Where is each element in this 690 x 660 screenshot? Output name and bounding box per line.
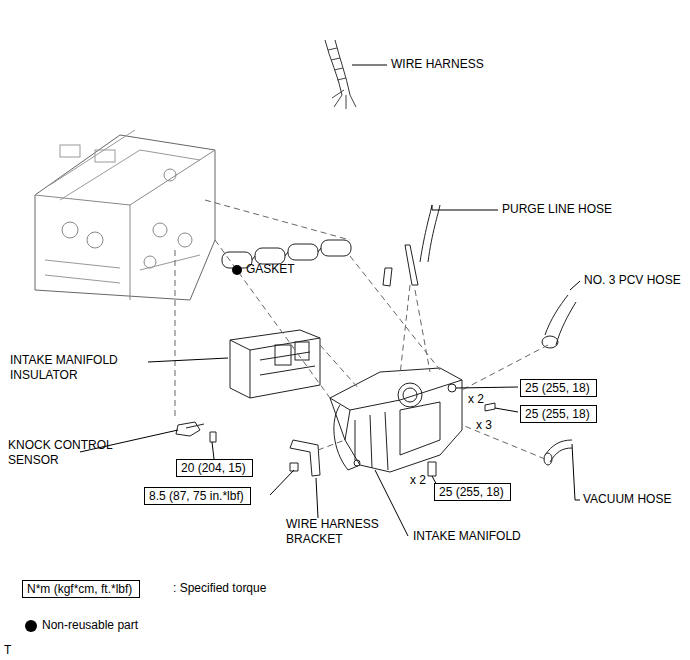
legend-dot (25, 620, 37, 632)
part-label: VACUUM HOSE (583, 492, 671, 507)
part-label: WIRE HARNESS (391, 57, 484, 72)
part-label: WIRE HARNESS BRACKET (286, 517, 386, 547)
part-label: KNOCK CONTROL SENSOR (8, 438, 118, 468)
part-label: T (4, 643, 11, 658)
torque-box: 25 (255, 18) (520, 379, 597, 397)
torque-value: N*m (kgf*cm, ft.*lbf) (27, 582, 132, 596)
torque-value: 25 (255, 18) (525, 381, 590, 395)
legend-row: Non-reusable part (42, 618, 138, 633)
torque-value: 25 (255, 18) (525, 407, 590, 421)
legend-text: Non-reusable part (42, 618, 138, 632)
torque-box: 20 (204, 15) (176, 459, 253, 477)
part-label: x 3 (476, 418, 492, 433)
torque-box: 8.5 (87, 75 in.*lbf) (144, 487, 251, 505)
part-label: GASKET (246, 262, 295, 277)
part-label: INTAKE MANIFOLD INSULATOR (10, 353, 135, 383)
part-label: x 2 (410, 473, 426, 488)
torque-box: 25 (255, 18) (520, 405, 597, 423)
part-label: PURGE LINE HOSE (502, 202, 612, 217)
part-label: x 2 (468, 392, 484, 407)
torque-box: 25 (255, 18) (434, 483, 511, 501)
torque-value: 8.5 (87, 75 in.*lbf) (149, 489, 244, 503)
part-label: NO. 3 PCV HOSE (584, 273, 681, 288)
torque-box: N*m (kgf*cm, ft.*lbf) (22, 580, 140, 598)
torque-value: 25 (255, 18) (439, 485, 504, 499)
part-label: : Specified torque (173, 581, 266, 596)
part-label: INTAKE MANIFOLD (413, 529, 521, 544)
torque-value: 20 (204, 15) (181, 461, 246, 475)
